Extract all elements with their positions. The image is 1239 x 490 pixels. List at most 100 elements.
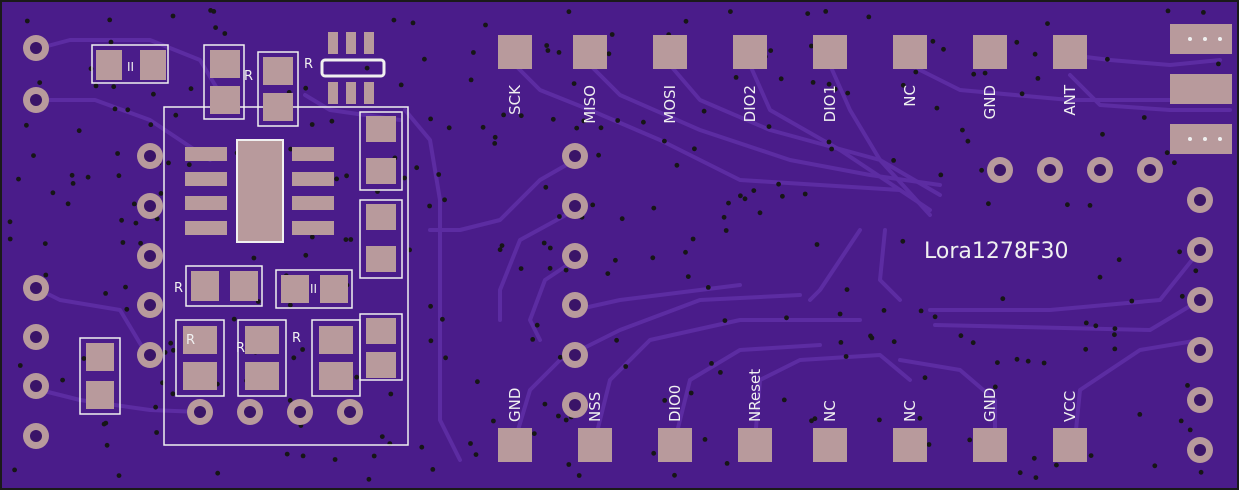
- bottom-pin-1: NSS: [578, 392, 612, 462]
- via: [427, 203, 432, 209]
- via: [154, 430, 160, 435]
- via: [938, 172, 944, 178]
- via: [1152, 463, 1158, 469]
- via: [300, 453, 306, 459]
- pin-label: DIO0: [666, 385, 684, 422]
- top-pin-5: NC: [893, 35, 927, 107]
- via: [768, 48, 774, 53]
- via: [826, 81, 832, 87]
- via: [1032, 51, 1038, 57]
- via: [926, 442, 932, 447]
- via: [918, 308, 924, 314]
- via: [609, 32, 615, 37]
- via: [170, 391, 176, 397]
- via: [877, 417, 882, 423]
- pin-pad: [893, 35, 927, 69]
- via: [499, 243, 505, 249]
- via: [116, 473, 122, 478]
- via: [171, 347, 176, 353]
- via: [960, 127, 965, 133]
- via: [557, 214, 562, 219]
- via: [544, 43, 550, 48]
- via: [151, 91, 156, 97]
- bottom-pin-7: VCC: [1053, 391, 1087, 462]
- via: [930, 38, 936, 44]
- via: [545, 48, 551, 53]
- via: [287, 302, 293, 308]
- via: [158, 191, 164, 196]
- bottom-pin-3: NReset: [738, 369, 772, 462]
- module-name: Lora1278F30: [924, 239, 1069, 264]
- via: [688, 390, 694, 396]
- via: [709, 361, 714, 366]
- via: [1172, 160, 1177, 166]
- via: [446, 125, 452, 131]
- via: [1045, 21, 1050, 26]
- via: [379, 434, 385, 439]
- via: [596, 152, 601, 158]
- via: [24, 18, 30, 24]
- via: [1031, 455, 1037, 461]
- via: [436, 172, 442, 177]
- via: [168, 340, 174, 346]
- via: [550, 116, 556, 122]
- via: [581, 118, 587, 124]
- via: [329, 118, 335, 124]
- via: [303, 85, 309, 91]
- via: [1088, 453, 1094, 458]
- via: [965, 138, 971, 144]
- via: [932, 314, 938, 320]
- via: [388, 391, 394, 397]
- via: [288, 146, 294, 152]
- via: [70, 181, 76, 186]
- via: [623, 364, 629, 369]
- pin-pad: [1053, 35, 1087, 69]
- via: [103, 291, 108, 296]
- via: [101, 421, 107, 427]
- top-pin-2: MOSI: [653, 35, 687, 124]
- via: [120, 240, 126, 245]
- via: [440, 316, 445, 322]
- via: [979, 167, 984, 173]
- via: [518, 266, 524, 271]
- via: [7, 236, 13, 242]
- via: [1014, 39, 1020, 45]
- via: [343, 237, 349, 243]
- via: [1185, 383, 1190, 388]
- via: [829, 146, 834, 152]
- via: [153, 404, 159, 410]
- via: [366, 476, 372, 482]
- pin-pad: [973, 428, 1007, 462]
- pin-label: SCK: [506, 84, 524, 115]
- via: [702, 437, 708, 442]
- via: [557, 354, 563, 360]
- pin-pad: [498, 428, 532, 462]
- via: [1198, 469, 1204, 475]
- via: [721, 214, 727, 220]
- via: [1017, 470, 1023, 476]
- ref-label: R: [174, 281, 183, 296]
- via: [614, 337, 619, 343]
- via: [24, 122, 29, 128]
- pin-label: NC: [901, 400, 919, 422]
- via: [518, 113, 524, 119]
- ref-label: R: [236, 341, 245, 356]
- via: [60, 377, 65, 383]
- via: [837, 311, 843, 317]
- ref-label: R: [292, 331, 301, 346]
- via: [662, 398, 668, 403]
- via: [723, 228, 729, 233]
- via: [119, 217, 124, 223]
- via: [728, 9, 733, 15]
- via: [115, 151, 120, 156]
- via: [576, 473, 582, 478]
- via: [844, 287, 850, 292]
- ref-label: R: [304, 57, 313, 72]
- pin-pad: [813, 428, 847, 462]
- pin-pad: [658, 428, 692, 462]
- via: [556, 413, 561, 419]
- pin-label: ANT: [1061, 84, 1079, 115]
- via: [958, 333, 964, 339]
